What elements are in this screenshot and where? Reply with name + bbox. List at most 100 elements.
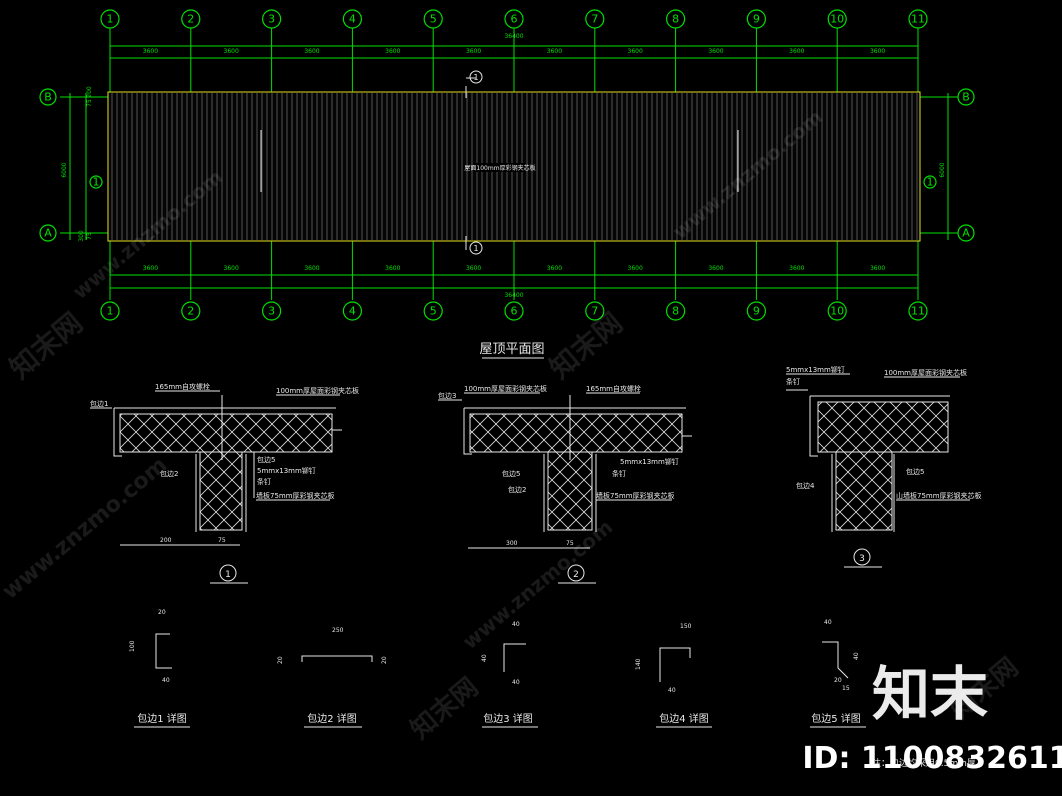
- axis-bubble-10-top: [827, 9, 847, 29]
- trim-4: 150 140 40 包边4 详图: [635, 623, 712, 728]
- t1-title: 包边1 详图: [137, 712, 187, 725]
- depth-dim-left: 6000: [61, 162, 68, 177]
- wm-2: 知末网: [543, 306, 629, 385]
- total-dim-bottom: 36400: [504, 292, 523, 299]
- bay-dim-1-top: 3600: [143, 48, 158, 55]
- bay-dim-3-top: 3600: [304, 48, 319, 55]
- axis-bubble-8-top: [665, 9, 686, 29]
- t5-dim-3: 15: [842, 685, 850, 692]
- d1-mark: 1: [225, 570, 231, 580]
- d2-label-4: 包边5: [502, 469, 520, 478]
- t4-dim-1: 150: [680, 623, 692, 630]
- t1-dim-3: 40: [162, 677, 170, 684]
- d3-label-6: 山墙板75mm厚彩钢夹芯板: [896, 491, 982, 500]
- detail-1: 200 75 165mm自攻螺栓 100mm厚屋面彩钢夹芯板 包边1 包边2 包…: [90, 382, 359, 584]
- axis-label-2-top: 2: [187, 13, 194, 26]
- axis-label-4-top: 4: [349, 13, 356, 26]
- trim-5: 40 40 15 20 包边5 详图: [810, 619, 866, 728]
- d2-label-6: 5mmx13mm铆钉: [620, 457, 679, 466]
- plan-title: 屋顶平面图: [479, 342, 544, 357]
- d1-label-6: 5mmx13mm铆钉: [257, 466, 316, 475]
- axis-bubble-4-top: [342, 9, 362, 29]
- axis-bubble-1-bottom: [100, 301, 120, 321]
- d1-label-8: 墙板75mm厚彩钢夹芯板: [256, 491, 335, 500]
- bay-dim-2-top: 3600: [224, 48, 239, 55]
- axis-bubble-B-left: B: [44, 91, 52, 104]
- axis-label-3-top: 3: [268, 13, 275, 26]
- t3-dim-2: 40: [481, 654, 488, 662]
- bay-dim-7-bottom: 3600: [628, 265, 643, 272]
- section-mark-bottom: 1: [473, 244, 478, 253]
- d1-label-4: 包边2: [160, 469, 178, 478]
- bay-dim-5-top: 3600: [466, 48, 481, 55]
- d3-label-2: 条钉: [786, 377, 800, 386]
- t5-dim-4: 20: [834, 677, 842, 684]
- axis-label-1-top: 1: [107, 13, 114, 26]
- axis-label-7-bottom: 7: [591, 305, 598, 318]
- d2-mark: 2: [573, 570, 579, 580]
- axis-label-1-bottom: 1: [107, 305, 114, 318]
- axis-label-6-bottom: 6: [511, 305, 518, 318]
- roof-center-note: 屋面100mm厚彩钢夹芯板: [464, 164, 535, 172]
- d1-dim-2: 75: [218, 537, 226, 544]
- bay-dim-9-top: 3600: [789, 48, 804, 55]
- edge-dim-2: 75: [86, 99, 93, 107]
- wm-site-2: www.znzmo.com: [0, 453, 172, 605]
- t3-title: 包边3 详图: [483, 712, 533, 725]
- axis-bubble-A-right: A: [962, 227, 970, 240]
- axis-label-3-bottom: 3: [268, 305, 275, 318]
- axis-bubble-7-top: [585, 9, 605, 29]
- bay-dim-10-top: 3600: [870, 48, 885, 55]
- axis-bubble-10-bottom: [827, 301, 847, 321]
- d2-label-1: 100mm厚屋面彩钢夹芯板: [464, 384, 547, 393]
- d1-label-2: 100mm厚屋面彩钢夹芯板: [276, 386, 359, 395]
- bay-dim-9-bottom: 3600: [789, 265, 804, 272]
- t2-dim-1: 250: [332, 627, 344, 634]
- brand-logo: 知末: [872, 660, 988, 728]
- axis-label-9-bottom: 9: [753, 305, 760, 318]
- axis-label-5-top: 5: [430, 13, 437, 26]
- trim-1: 20 100 40 包边1 详图: [129, 609, 190, 728]
- bay-dim-4-bottom: 3600: [385, 265, 400, 272]
- wm-site-4: www.znzmo.com: [458, 515, 617, 654]
- bay-dim-6-bottom: 3600: [547, 265, 562, 272]
- wm-3: 知末网: [405, 672, 484, 745]
- axis-bubble-2-bottom: [181, 301, 201, 321]
- t5-dim-1: 40: [824, 619, 832, 626]
- d3-label-5: 包边5: [906, 467, 924, 476]
- bay-dim-5-bottom: 3600: [466, 265, 481, 272]
- bay-dim-1-bottom: 3600: [143, 265, 158, 272]
- bay-dim-4-top: 3600: [385, 48, 400, 55]
- axis-label-10-bottom: 10: [830, 305, 844, 318]
- t1-dim-1: 20: [158, 609, 166, 616]
- d2-label-2: 165mm自攻螺栓: [586, 384, 641, 393]
- t4-title: 包边4 详图: [659, 712, 709, 725]
- mid-axis-right: 1: [927, 176, 934, 189]
- d2-label-8: 墙板75mm厚彩钢夹芯板: [596, 491, 675, 500]
- axis-label-2-bottom: 2: [187, 305, 194, 318]
- d2-label-5: 包边2: [508, 485, 526, 494]
- t5-title: 包边5 详图: [811, 712, 861, 725]
- axis-bubble-9-top: [746, 9, 767, 29]
- d3-mark: 3: [859, 554, 865, 564]
- axis-bubble-5-bottom: [423, 301, 443, 321]
- axis-bubble-3-top: [262, 9, 282, 29]
- axis-bubble-5-top: [423, 9, 443, 29]
- axis-label-9-top: 9: [753, 13, 760, 26]
- axis-bubble-8-bottom: [665, 301, 686, 321]
- d3-label-1: 5mmx13mm铆钉: [786, 365, 845, 374]
- axis-bubble-3-bottom: [262, 301, 282, 321]
- d2-dim-2: 75: [566, 540, 574, 547]
- axis-label-11-bottom: 11: [911, 305, 925, 318]
- edge-dim-4: 75: [86, 232, 93, 240]
- detail-2: 300 75 100mm厚屋面彩钢夹芯板 165mm自攻螺栓 包边3 包边5 包…: [438, 384, 692, 584]
- mid-axis-left: 1: [93, 176, 100, 189]
- d2-label-3: 包边3: [438, 391, 456, 400]
- d1-label-3: 包边1: [90, 399, 108, 408]
- t5-dim-2: 40: [853, 652, 860, 660]
- axis-bubble-6-top: [504, 9, 524, 29]
- depth-dim-right: 6000: [939, 162, 946, 177]
- d2-label-7: 条钉: [612, 469, 626, 478]
- t4-dim-2: 140: [635, 658, 642, 670]
- axis-bubble-9-bottom: [746, 301, 767, 321]
